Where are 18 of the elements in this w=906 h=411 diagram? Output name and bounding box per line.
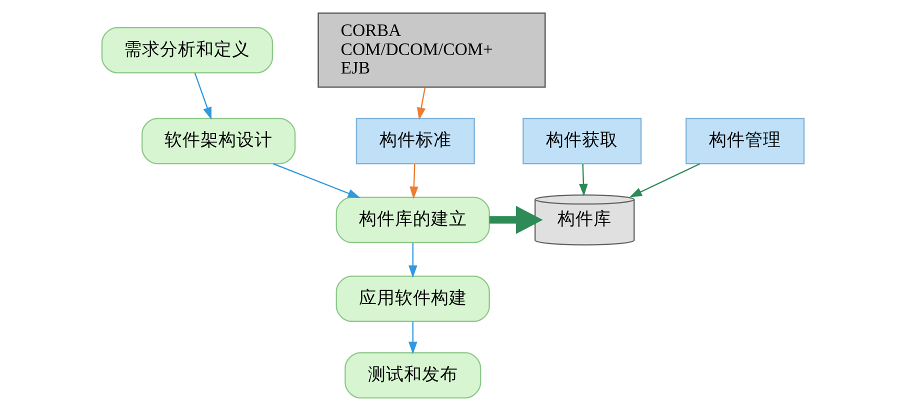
- arrow: [273, 163, 360, 198]
- arrow: [410, 164, 418, 200]
- node-box: 测试和发布: [344, 352, 482, 398]
- node-box: 构件库的建立: [336, 196, 490, 244]
- node-box: 构件标准: [356, 118, 475, 164]
- node-box: 构件获取: [522, 118, 642, 164]
- arrow: [416, 87, 426, 120]
- arrow: [489, 206, 543, 234]
- node-box: 需求分析和定义: [101, 26, 274, 74]
- node-box: 应用软件构建: [336, 276, 490, 322]
- arrow: [579, 164, 588, 196]
- arrow: [408, 242, 418, 278]
- arrow: [194, 72, 212, 120]
- arrow: [408, 321, 418, 354]
- arrow: [629, 163, 700, 198]
- node-box: 构件管理: [686, 118, 805, 164]
- node-box: CORBA COM/DCOM/COM+ EJB: [318, 12, 546, 88]
- node-box: 软件架构设计: [142, 118, 296, 164]
